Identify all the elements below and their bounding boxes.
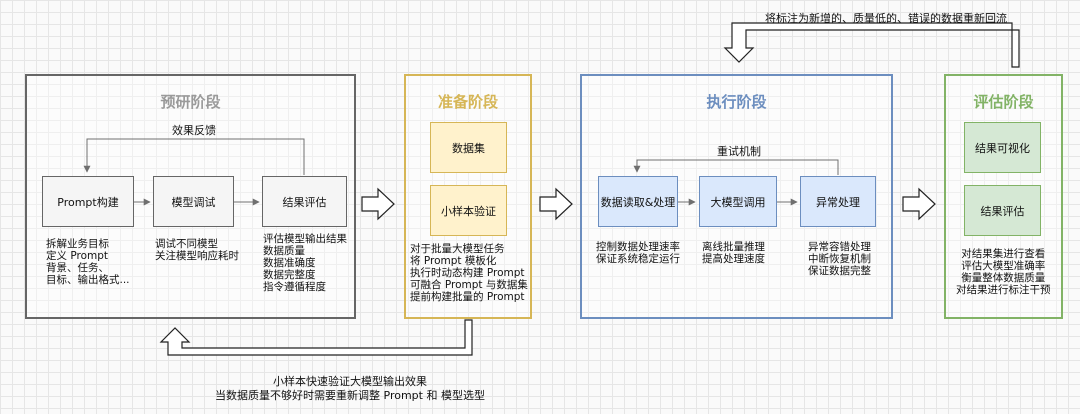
- feedback-top-label: 将标注为新增的、质量低的、错误的数据重新回流: [765, 12, 1007, 25]
- node-dataset: 数据集: [430, 122, 507, 173]
- phase-arrow-3: [902, 187, 936, 221]
- note-evaluate: 对结果集进行查看 评估大模型准确率 衡量整体数据质量 对结果进行标注干预: [956, 248, 1051, 296]
- note-prompt-build: 拆解业务目标 定义 Prompt 背景、任务、 目标、输出格式...: [46, 238, 130, 286]
- node-model-debug: 模型调试: [153, 176, 234, 227]
- node-small-sample: 小样本验证: [430, 185, 507, 236]
- node-data-read: 数据读取&处理: [598, 176, 678, 227]
- retry-label: 重试机制: [717, 145, 761, 158]
- node-result-eval: 结果评估: [262, 176, 347, 227]
- phase-evaluate: 评估阶段: [944, 74, 1063, 319]
- phase-arrow-1: [361, 187, 395, 221]
- effect-feedback-label: 效果反馈: [172, 124, 216, 137]
- feedback-bottom-label: 小样本快速验证大模型输出效果 当数据质量不够好时需要重新调整 Prompt 和 …: [215, 375, 485, 402]
- note-llm-call: 离线批量推理 提高处理速度: [702, 241, 765, 265]
- node-exception: 异常处理: [800, 176, 876, 227]
- phase-arrow-2: [539, 187, 573, 221]
- phase-research-title: 预研阶段: [160, 93, 221, 111]
- note-result-eval: 评估模型输出结果 数据质量 数据准确度 数据完整度 指令遵循程度: [263, 233, 347, 293]
- node-final-eval: 结果评估: [964, 185, 1041, 236]
- return-arrow-bottom: [159, 319, 473, 356]
- node-llm-call: 大模型调用: [699, 176, 777, 227]
- phase-prepare-title: 准备阶段: [437, 93, 498, 111]
- phase-execute-title: 执行阶段: [706, 93, 767, 111]
- node-prompt-build: Prompt构建: [42, 176, 134, 227]
- node-visualize: 结果可视化: [964, 122, 1041, 173]
- note-model-debug: 调试不同模型 关注模型响应耗时: [155, 238, 239, 262]
- note-prepare: 对于批量大模型任务 将 Prompt 模板化 执行时动态构建 Prompt 可融…: [410, 243, 528, 303]
- return-arrow-top: [723, 22, 1020, 68]
- phase-evaluate-title: 评估阶段: [973, 93, 1034, 111]
- note-data-read: 控制数据处理速率 保证系统稳定运行: [596, 241, 680, 265]
- note-exception: 异常容错处理 中断恢复机制 保证数据完整: [808, 241, 871, 277]
